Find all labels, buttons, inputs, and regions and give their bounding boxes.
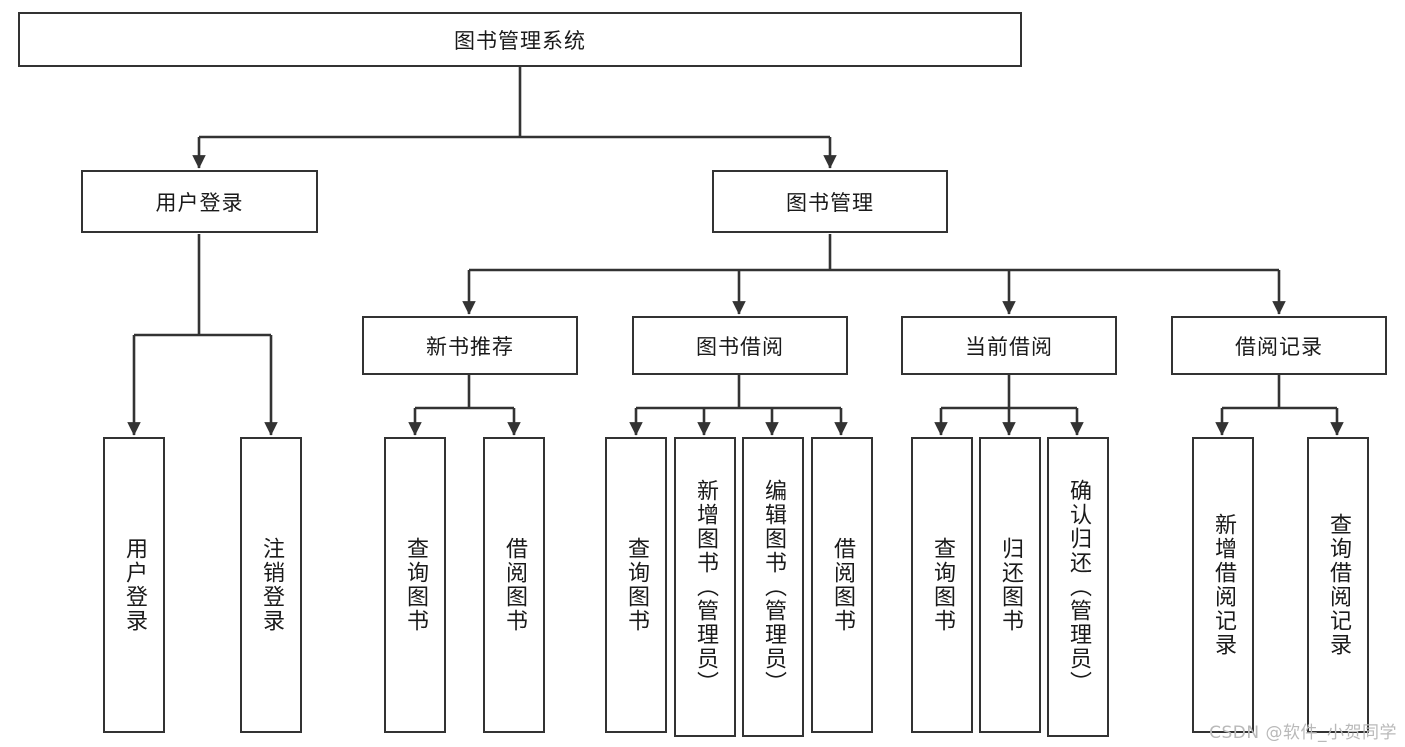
leaf-query-book-1[interactable]: 查询图书	[384, 437, 446, 733]
node-book-borrow[interactable]: 图书借阅	[632, 316, 848, 375]
leaf-user-logout[interactable]: 注销登录	[240, 437, 302, 733]
leaf-borrow-book-2-label: 借阅图书	[830, 537, 855, 633]
watermark: CSDN @软件_小贺同学	[1209, 723, 1397, 743]
leaf-query-book-3-label: 查询图书	[930, 537, 955, 633]
leaf-edit-book[interactable]: 编辑图书（管理员）	[742, 437, 804, 737]
node-user-login[interactable]: 用户登录	[81, 170, 318, 233]
leaf-confirm-return-label: 确认归还（管理员）	[1066, 479, 1091, 695]
leaf-confirm-return[interactable]: 确认归还（管理员）	[1047, 437, 1109, 737]
node-root-label: 图书管理系统	[454, 28, 586, 53]
node-new-book-recommend[interactable]: 新书推荐	[362, 316, 578, 375]
leaf-query-book-2-label: 查询图书	[624, 537, 649, 633]
node-current-borrow[interactable]: 当前借阅	[901, 316, 1117, 375]
leaf-add-record-label: 新增借阅记录	[1211, 513, 1236, 657]
leaf-return-book-label: 归还图书	[998, 537, 1023, 633]
node-book-borrow-label: 图书借阅	[696, 334, 784, 359]
leaf-borrow-book-1-label: 借阅图书	[502, 537, 527, 633]
leaf-user-login-label: 用户登录	[122, 537, 147, 633]
leaf-query-record[interactable]: 查询借阅记录	[1307, 437, 1369, 733]
leaf-query-book-2[interactable]: 查询图书	[605, 437, 667, 733]
node-user-login-label: 用户登录	[155, 190, 244, 215]
leaf-borrow-book-1[interactable]: 借阅图书	[483, 437, 545, 733]
leaf-query-book-3[interactable]: 查询图书	[911, 437, 973, 733]
leaf-add-record[interactable]: 新增借阅记录	[1192, 437, 1254, 733]
node-borrow-record[interactable]: 借阅记录	[1171, 316, 1387, 375]
node-borrow-record-label: 借阅记录	[1235, 334, 1323, 359]
leaf-borrow-book-2[interactable]: 借阅图书	[811, 437, 873, 733]
leaf-user-logout-label: 注销登录	[259, 537, 284, 633]
leaf-query-book-1-label: 查询图书	[403, 537, 428, 633]
leaf-edit-book-label: 编辑图书（管理员）	[761, 479, 786, 695]
node-new-book-recommend-label: 新书推荐	[426, 334, 514, 359]
leaf-add-book-label: 新增图书（管理员）	[693, 479, 718, 695]
node-root[interactable]: 图书管理系统	[18, 12, 1022, 67]
node-book-manage-label: 图书管理	[786, 190, 874, 215]
leaf-query-record-label: 查询借阅记录	[1326, 513, 1351, 657]
leaf-add-book[interactable]: 新增图书（管理员）	[674, 437, 736, 737]
node-current-borrow-label: 当前借阅	[965, 334, 1053, 359]
node-book-manage[interactable]: 图书管理	[712, 170, 948, 233]
leaf-return-book[interactable]: 归还图书	[979, 437, 1041, 733]
leaf-user-login[interactable]: 用户登录	[103, 437, 165, 733]
